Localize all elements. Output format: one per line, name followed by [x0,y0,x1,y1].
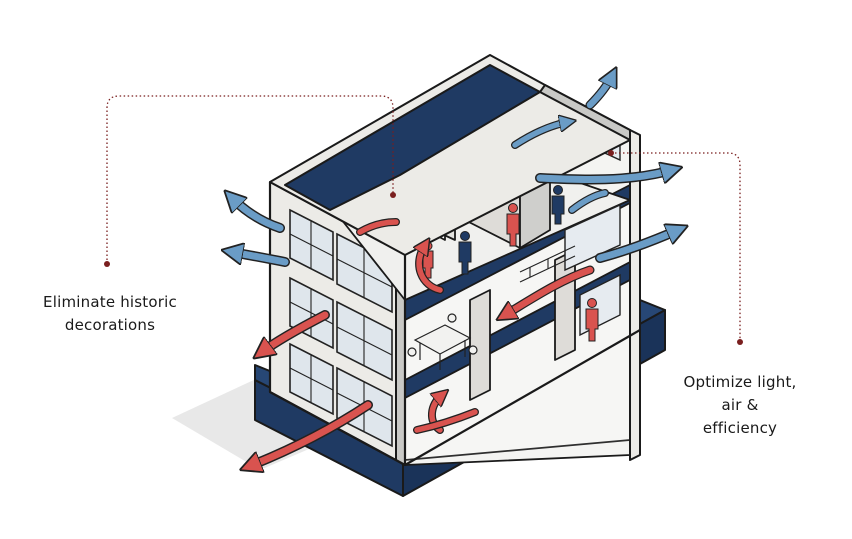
annotation-line: Eliminate historic [43,293,177,311]
roof [269,54,641,461]
cool-airflow-arrows [232,76,678,267]
person-icon [422,185,599,342]
counter-icon [519,245,576,283]
annotation-line: air & [721,396,759,414]
leader-dots [104,150,743,345]
annotation-eliminate-decorations: Eliminate historic decorations [20,291,200,337]
annotation-optimize-light-air: Optimize light, air & efficiency [660,371,820,440]
annotation-line: Optimize light, [683,373,797,391]
annotation-line: efficiency [702,419,778,437]
warm-airflow-arrows [250,218,595,466]
leader-lines [106,95,741,342]
annotation-line: decorations [64,316,156,334]
dining-table-icon [407,313,478,370]
